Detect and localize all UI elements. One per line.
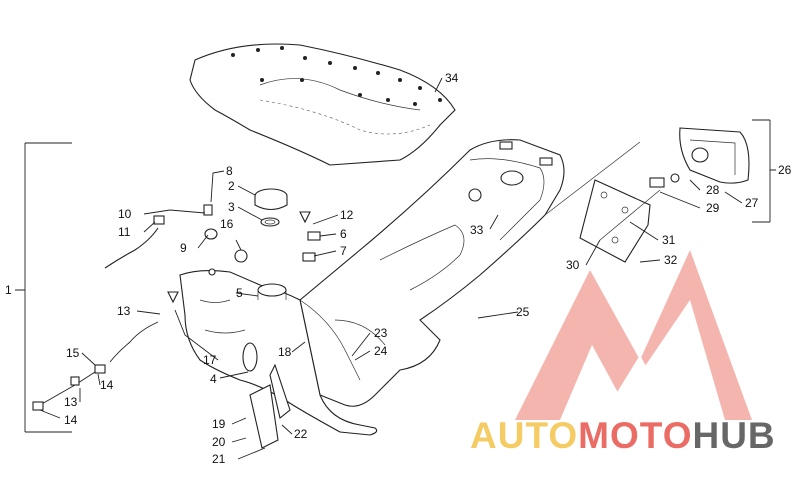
callout-8: 8 xyxy=(226,164,233,178)
callout-17: 17 xyxy=(203,353,217,367)
callout-15: 15 xyxy=(66,346,80,360)
callout-34: 34 xyxy=(445,71,459,85)
callout-14-upper: 14 xyxy=(100,378,114,392)
callout-13-lower: 13 xyxy=(64,395,78,409)
rear-body-part xyxy=(299,139,565,407)
callout-23: 23 xyxy=(374,326,388,340)
callout-16: 16 xyxy=(220,217,234,231)
callout-10: 10 xyxy=(118,207,132,221)
callout-28: 28 xyxy=(706,183,720,197)
callout-26: 26 xyxy=(778,163,792,177)
callout-30: 30 xyxy=(566,258,580,272)
callout-14-lower: 14 xyxy=(64,413,78,427)
watermark-brand: AUTOMOTOHUB xyxy=(470,415,776,457)
watermark-moto: MOTO xyxy=(578,415,693,456)
callout-22: 22 xyxy=(294,427,308,441)
lower-bracket-part xyxy=(249,363,291,449)
light-bracket-part xyxy=(579,179,651,263)
fuel-tank-part xyxy=(179,249,378,436)
leader-lines xyxy=(15,77,776,460)
callout-21: 21 xyxy=(212,452,226,466)
callout-2: 2 xyxy=(228,179,235,193)
callout-5: 5 xyxy=(236,286,243,300)
callout-labels: 1 2 3 4 5 6 7 8 9 10 11 12 13 13 14 14 1… xyxy=(5,71,792,466)
callout-32: 32 xyxy=(664,253,678,267)
seat-part xyxy=(189,43,456,166)
callout-27: 27 xyxy=(745,196,759,210)
tail-light-part xyxy=(649,127,750,188)
callout-11: 11 xyxy=(118,225,131,239)
callout-33: 33 xyxy=(470,223,484,237)
callout-6: 6 xyxy=(340,227,347,241)
callout-9: 9 xyxy=(180,241,187,255)
watermark-auto: AUTO xyxy=(470,415,579,456)
watermark-logo-icon xyxy=(515,250,752,420)
watermark-hub: HUB xyxy=(692,415,776,456)
fuel-hoses xyxy=(32,227,159,411)
small-fittings xyxy=(153,204,321,304)
callout-24: 24 xyxy=(374,344,388,358)
callout-1: 1 xyxy=(5,283,12,297)
gas-cap-part xyxy=(254,188,288,227)
callout-31: 31 xyxy=(662,233,676,247)
callout-25: 25 xyxy=(516,305,530,319)
callout-12: 12 xyxy=(340,208,354,222)
callout-4: 4 xyxy=(210,372,217,386)
callout-13-upper: 13 xyxy=(117,304,131,318)
callout-3: 3 xyxy=(228,200,235,214)
callout-18: 18 xyxy=(278,345,292,359)
callout-29: 29 xyxy=(706,201,720,215)
callout-7: 7 xyxy=(340,244,347,258)
callout-20: 20 xyxy=(212,435,226,449)
callout-19: 19 xyxy=(212,417,226,431)
